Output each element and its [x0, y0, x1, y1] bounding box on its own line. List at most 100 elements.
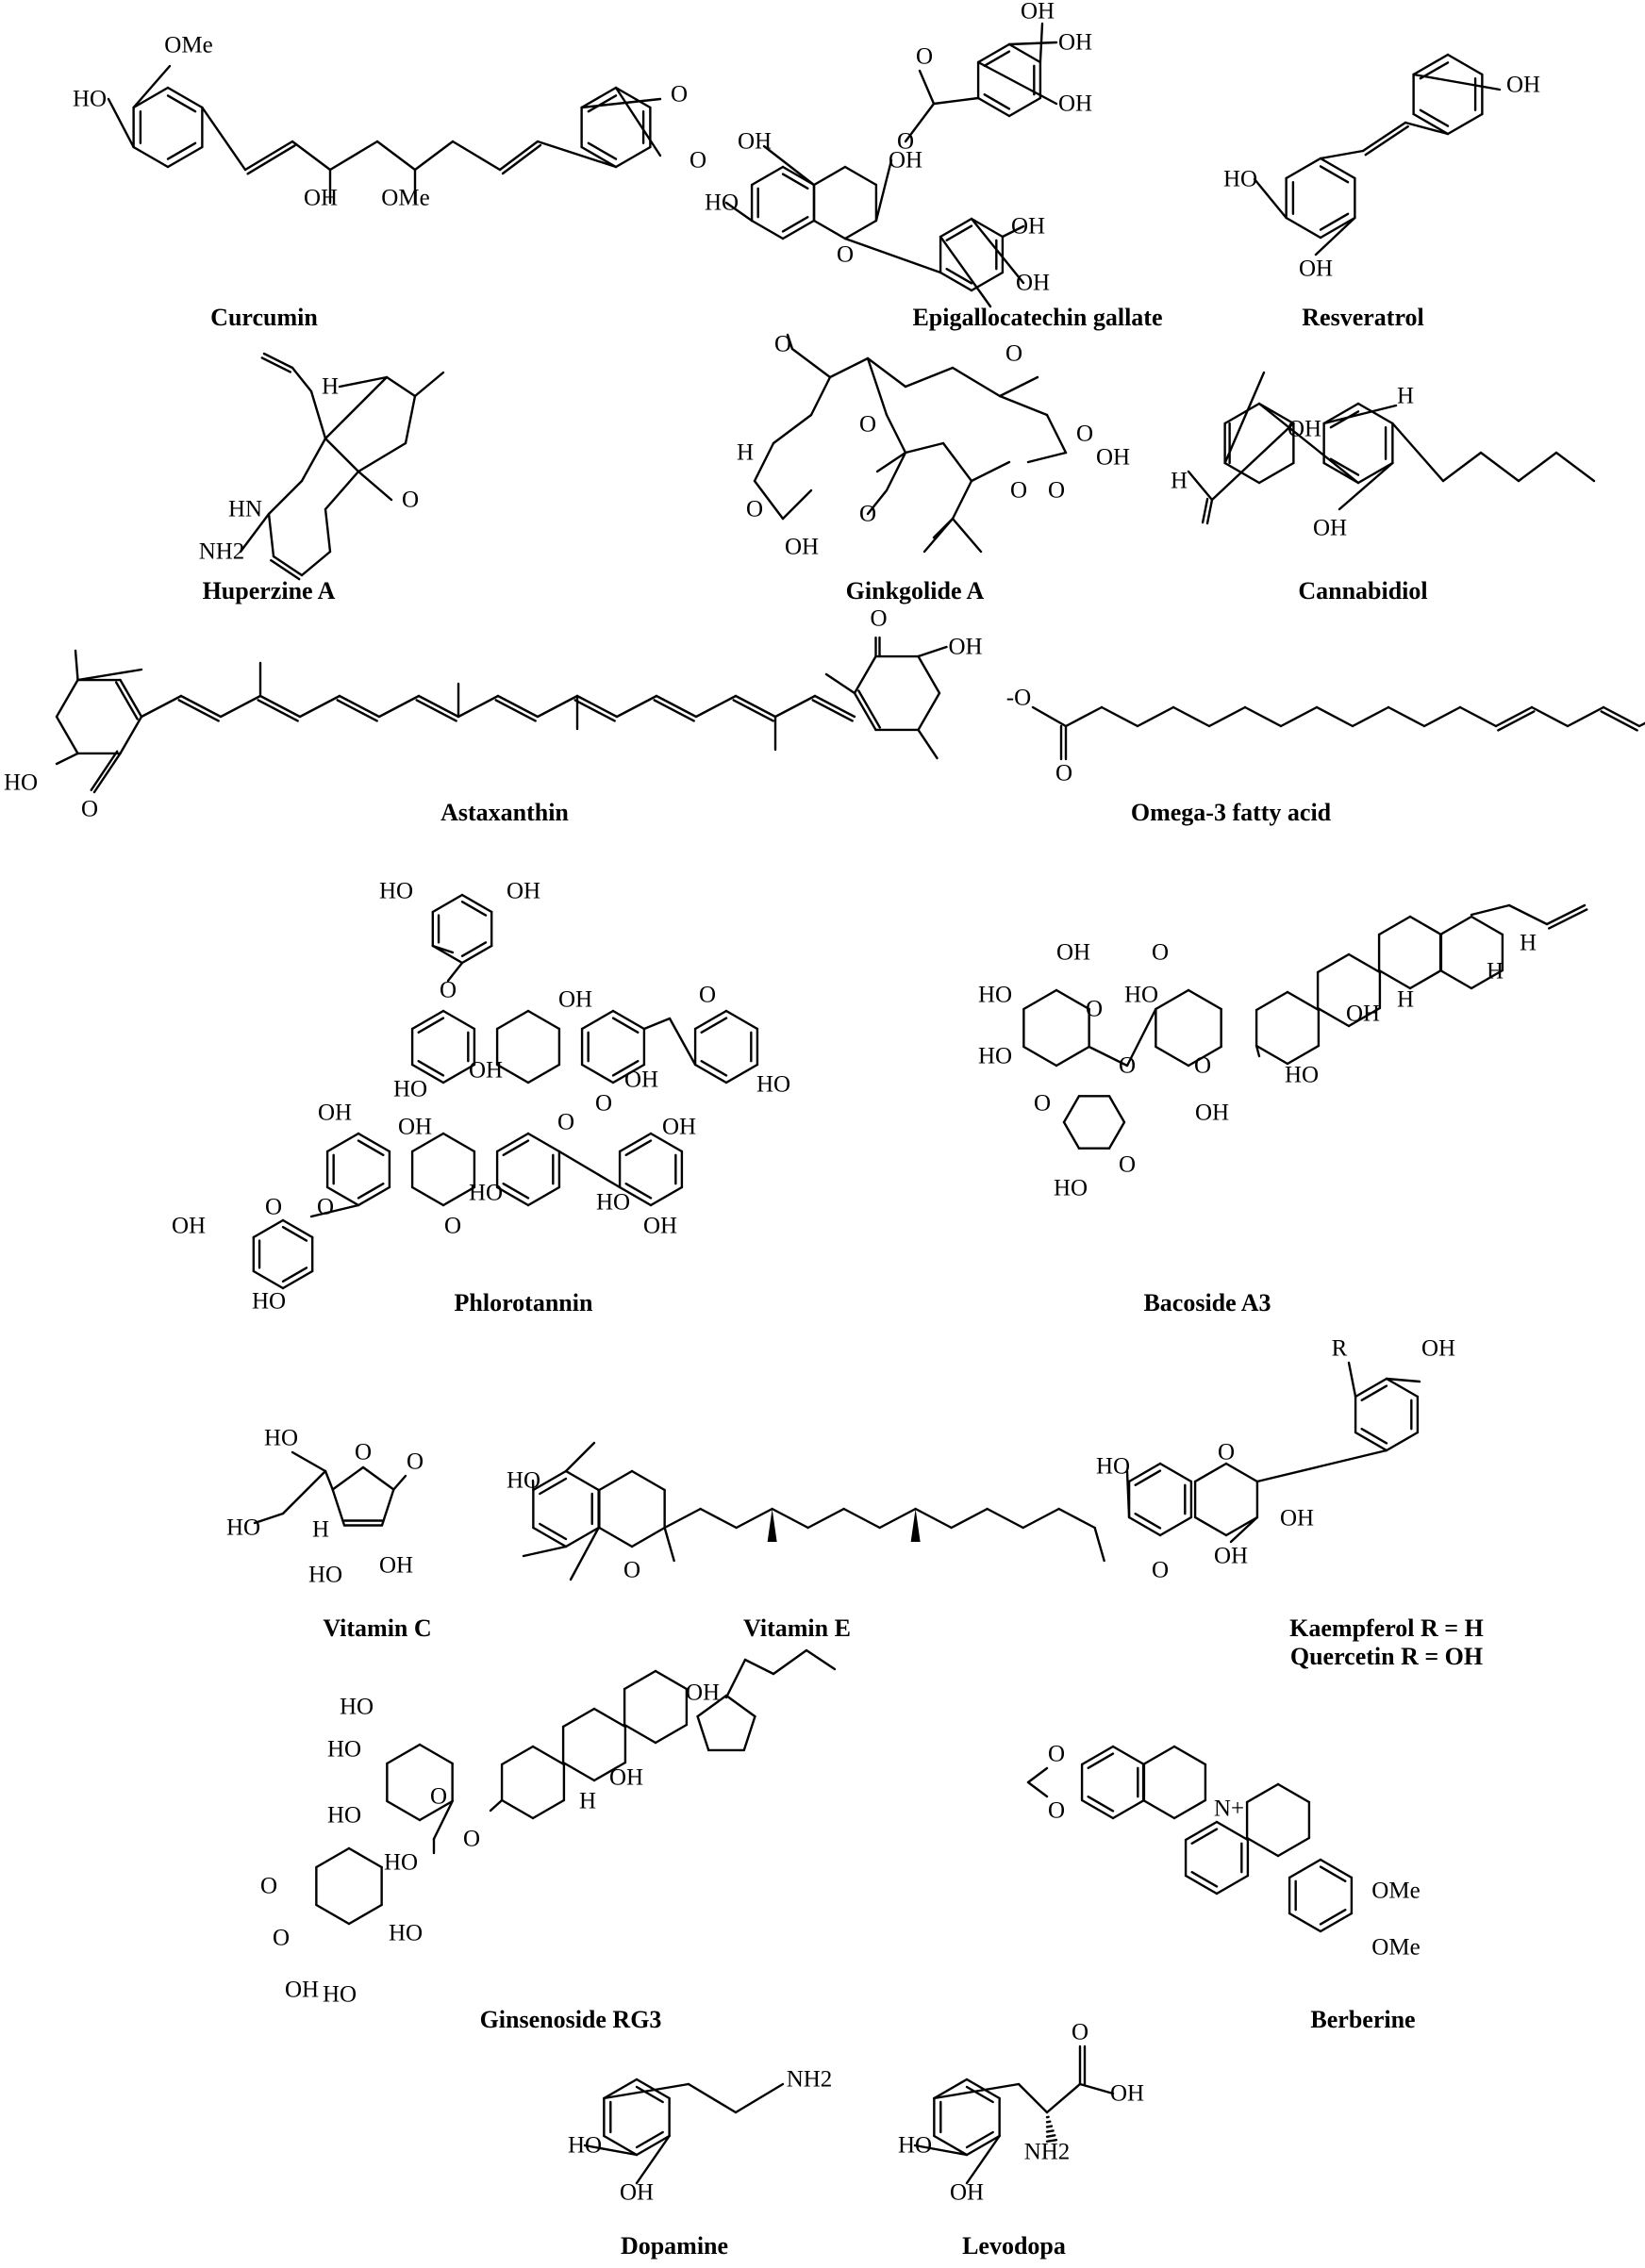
atom-label: O — [355, 1440, 372, 1465]
atom-label: O — [897, 129, 914, 155]
atom-label: O — [595, 1091, 612, 1117]
compound-name: Berberine — [1310, 2006, 1415, 2033]
atom-label: H — [737, 440, 754, 466]
atom-label: HO — [384, 1850, 418, 1876]
atom-label: O — [1034, 1091, 1051, 1117]
atom-label: -O — [1006, 686, 1031, 711]
atom-label: OH — [1299, 257, 1333, 282]
compound-name: Vitamin C — [323, 1614, 431, 1642]
atom-label: OH — [1421, 1336, 1455, 1362]
atom-label: OH — [1011, 214, 1045, 240]
atom-label: O — [1152, 1558, 1169, 1583]
atom-label: HO — [705, 190, 739, 216]
atom-label: HO — [1054, 1176, 1088, 1201]
atom-label: OH — [398, 1115, 432, 1140]
atom-label: N+ — [1214, 1796, 1244, 1822]
atom-label: H — [1171, 469, 1188, 494]
atom-label: HO — [226, 1515, 260, 1541]
atom-label: OH — [1058, 91, 1092, 117]
atom-label: OH — [172, 1214, 206, 1239]
atom-label: NH2 — [1024, 2140, 1071, 2165]
compound-name: Epigallocatechin gallate — [912, 304, 1162, 331]
atom-label: HO — [507, 1468, 540, 1494]
atom-label: HO — [264, 1426, 298, 1451]
atom-label: OH — [948, 635, 982, 660]
atom-label: OH — [620, 2180, 654, 2206]
atom-label: OMe — [164, 33, 212, 58]
atom-label: HO — [327, 1803, 361, 1829]
atom-label: HO — [73, 87, 107, 112]
atom-label: OH — [738, 129, 772, 155]
atom-label: OH — [318, 1101, 352, 1126]
atom-label: OH — [1096, 445, 1130, 471]
atom-label: HO — [379, 879, 413, 904]
atom-label: O — [1005, 341, 1022, 367]
compound-name: Curcumin — [210, 304, 318, 331]
atom-label: OH — [558, 987, 592, 1013]
atom-label: OMe — [381, 186, 429, 211]
compound-name: Kaempferol R = H — [1289, 1614, 1484, 1642]
atom-label: OH — [1280, 1506, 1314, 1531]
atom-label: OH — [889, 148, 922, 174]
atom-label: OH — [950, 2180, 984, 2206]
atom-label: OH — [1110, 2081, 1144, 2107]
atom-label: OH — [285, 1978, 319, 2003]
atom-label: HO — [1285, 1063, 1319, 1088]
atom-label: O — [1055, 761, 1072, 786]
atom-label: OMe — [1371, 1879, 1420, 1904]
atom-label: OH — [1195, 1101, 1229, 1126]
atom-label: O — [699, 983, 716, 1008]
compound-name: Cannabidiol — [1298, 577, 1427, 604]
atom-label: OH — [1058, 30, 1092, 56]
compound-name: Dopamine — [621, 2232, 728, 2260]
atom-label: OH — [624, 1068, 658, 1093]
atom-label: H — [1397, 987, 1414, 1013]
atom-label: OH — [1056, 940, 1090, 966]
atom-label: HO — [978, 1044, 1012, 1069]
compound-name: Bacoside A3 — [1143, 1289, 1271, 1316]
atom-label: OH — [785, 535, 819, 560]
atom-label: OH — [1506, 73, 1540, 98]
atom-label: H — [1487, 959, 1504, 985]
compound-name: Quercetin R = OH — [1290, 1643, 1483, 1670]
atom-label: O — [1010, 478, 1027, 504]
atom-label: O — [260, 1874, 277, 1899]
compound-name: Levodopa — [962, 2232, 1066, 2260]
atom-label: O — [430, 1784, 447, 1810]
atom-label: O — [1048, 1742, 1065, 1767]
atom-label: OH — [469, 1058, 503, 1084]
atom-label: O — [1119, 1152, 1136, 1178]
atom-label: OMe — [1371, 1935, 1420, 1961]
atom-label: OH — [643, 1214, 677, 1239]
atom-label: HO — [596, 1190, 630, 1216]
atom-label: O — [1048, 1798, 1065, 1824]
atom-label: NH2 — [199, 539, 245, 565]
atom-label: HO — [469, 1181, 503, 1206]
atom-label: R — [1332, 1336, 1348, 1362]
atom-label: O — [870, 606, 887, 632]
atom-label: O — [1194, 1053, 1211, 1079]
compound-name: Vitamin E — [743, 1614, 851, 1642]
atom-label: OH — [662, 1115, 696, 1140]
atom-label: OH — [1288, 417, 1321, 442]
atom-label: H — [1520, 931, 1537, 956]
atom-label: OH — [1313, 516, 1347, 541]
atom-label: O — [1076, 422, 1093, 447]
atom-label: HO — [389, 1921, 423, 1946]
atom-label: O — [859, 502, 876, 527]
atom-label: HO — [327, 1737, 361, 1763]
atom-label: HO — [4, 770, 38, 796]
atom-label: NH2 — [787, 2067, 833, 2093]
compound-name: Ginsenoside RG3 — [480, 2006, 662, 2033]
atom-label: O — [463, 1827, 480, 1852]
atom-label: O — [690, 148, 706, 174]
